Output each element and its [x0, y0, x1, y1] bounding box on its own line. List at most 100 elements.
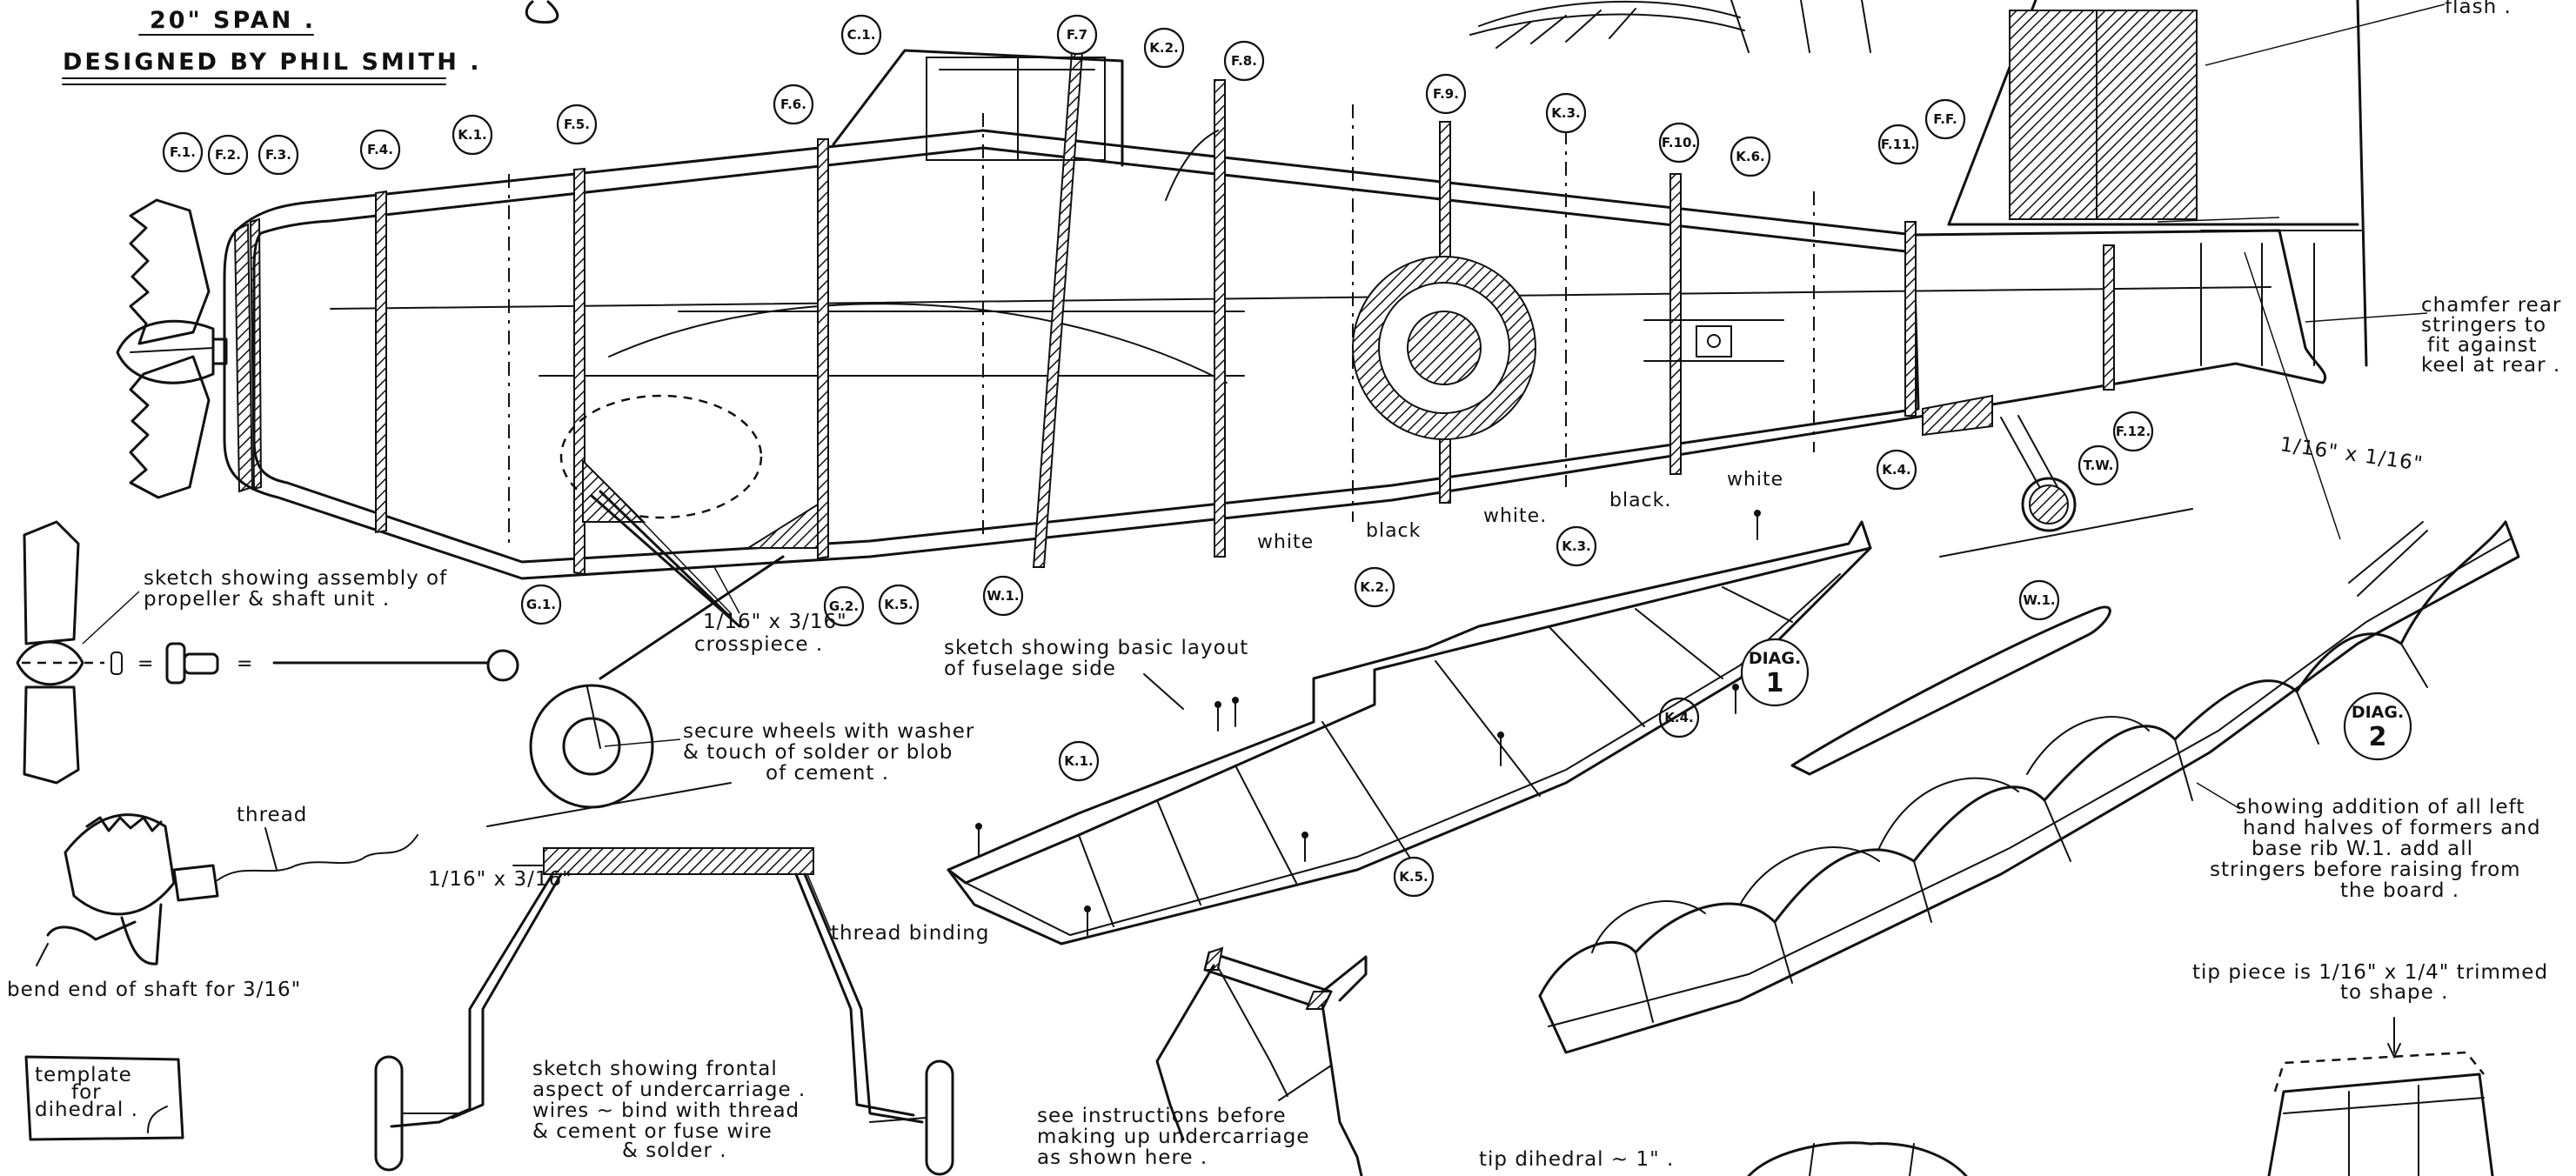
- part-tag: K.3.: [1556, 525, 1597, 567]
- part-tag: F.10.: [1658, 122, 1700, 164]
- svg-text:G.1.: G.1.: [526, 597, 556, 612]
- colour-labels: white black white. black. white: [1257, 469, 1783, 553]
- propeller-icon: [116, 198, 228, 499]
- wheels-note-1: secure wheels with washer: [683, 720, 974, 743]
- wing-tip-sketches: [1747, 1017, 2494, 1176]
- diag-1-label: DIAG.: [1749, 649, 1801, 668]
- stringer-size-note: 1/16" x 1/16": [2278, 433, 2425, 476]
- svg-text:W.1.: W.1.: [2023, 592, 2055, 608]
- svg-text:F.2.: F.2.: [215, 147, 241, 163]
- fuselage-side-view: [116, 0, 2428, 827]
- chamfer-note-4: keel at rear .: [2421, 354, 2560, 377]
- svg-text:F.3.: F.3.: [265, 147, 291, 163]
- bend-note: bend end of shaft for 3/16": [7, 979, 301, 1001]
- undercarriage-size-note: 1/16" x 3/16": [428, 868, 572, 891]
- part-tag: F.12.: [2112, 411, 2154, 452]
- chamfer-note-3: fit against: [2427, 334, 2538, 357]
- colour-label: black.: [1609, 490, 1671, 511]
- tip-piece-note-2: to shape .: [2340, 981, 2448, 1004]
- svg-text:F.8.: F.8.: [1231, 53, 1257, 69]
- thread-binding-note: thread binding: [831, 922, 989, 945]
- svg-text:F.5.: F.5.: [564, 117, 590, 132]
- diag-1-fuselage-layout: DIAG. 1: [947, 510, 1872, 945]
- svg-text:=: =: [237, 653, 253, 675]
- svg-text:C.1.: C.1.: [847, 27, 876, 43]
- crosspiece-note-2: crosspiece .: [694, 633, 823, 656]
- svg-text:K.3.: K.3.: [1551, 105, 1580, 121]
- svg-text:F.4.: F.4.: [367, 142, 393, 157]
- svg-text:=: =: [137, 653, 154, 675]
- instructions-note-3: as shown here .: [1037, 1146, 1208, 1169]
- svg-text:W.1.: W.1.: [987, 588, 1019, 604]
- title-script-fragment: [525, 0, 559, 24]
- svg-text:F.7: F.7: [1067, 27, 1087, 43]
- tip-piece-note-1: tip piece is 1/16" x 1/4" trimmed: [2192, 961, 2548, 984]
- diag-1-number: 1: [1766, 668, 1784, 698]
- svg-text:K.5.: K.5.: [1399, 869, 1428, 885]
- part-tag: T.W.: [2078, 444, 2119, 486]
- frontal-note-4: & cement or fuse wire: [532, 1120, 773, 1143]
- svg-text:K.1.: K.1.: [458, 127, 486, 143]
- template-note-2: for: [71, 1081, 102, 1104]
- part-tag: W.1.: [2018, 579, 2060, 621]
- part-tag: G.2.: [823, 585, 865, 627]
- designer-credit: DESIGNED BY PHIL SMITH .: [63, 49, 481, 76]
- formers-note-5: the board .: [2340, 879, 2459, 902]
- part-tag: F.2.: [207, 134, 249, 176]
- part-tag: G.1.: [520, 584, 562, 625]
- basic-layout-note-1: sketch showing basic layout: [944, 637, 1248, 659]
- part-tag: K.5.: [1393, 856, 1435, 898]
- colour-label: white: [1257, 531, 1314, 553]
- svg-text:F.F.: F.F.: [1933, 111, 1957, 127]
- main-undercarriage: [486, 490, 785, 827]
- base-rib-w1: [1790, 605, 2111, 776]
- gusset-g2: [745, 503, 819, 549]
- part-tag: F.F.: [1924, 98, 1966, 140]
- colour-label: white: [1727, 469, 1783, 491]
- frontal-note-3: wires ~ bind with thread: [532, 1099, 800, 1122]
- tip-dihedral-note: tip dihedral ~ 1" .: [1479, 1148, 1674, 1171]
- svg-text:F.10.: F.10.: [1662, 135, 1696, 150]
- basic-layout-note-2: of fuselage side: [944, 658, 1116, 680]
- formers-note-2: hand halves of formers and: [2243, 817, 2541, 839]
- svg-text:K.1.: K.1.: [1064, 753, 1093, 769]
- diag-2-formers-assembly: DIAG. 2: [1538, 520, 2520, 1054]
- undercarriage-3d-sketch: [1155, 946, 1368, 1176]
- formers-note-1: showing addition of all left: [2236, 796, 2525, 819]
- propeller-note-2: propeller & shaft unit .: [144, 588, 390, 611]
- frontal-note-2: aspect of undercarriage .: [532, 1079, 806, 1101]
- chamfer-note-1: chamfer rear: [2421, 294, 2561, 317]
- part-tag: F.9.: [1425, 73, 1467, 115]
- svg-text:K.4.: K.4.: [1664, 710, 1693, 725]
- span-title: 20" SPAN .: [150, 7, 316, 34]
- instructions-note-1: see instructions before: [1037, 1105, 1287, 1127]
- formers-note-4: stringers before raising from: [2210, 859, 2521, 881]
- dihedral-template: [24, 1055, 184, 1141]
- template-note-3: dihedral .: [35, 1099, 138, 1121]
- diag-2-number: 2: [2369, 722, 2387, 752]
- instructions-note-2: making up undercarriage: [1037, 1126, 1310, 1148]
- part-tag: W.1.: [982, 575, 1024, 617]
- part-tag: K.4.: [1876, 449, 1917, 491]
- part-tag: F.11.: [1877, 124, 1919, 165]
- part-tag: K.1.: [452, 114, 493, 156]
- thread-note: thread: [237, 804, 307, 826]
- colour-label: black: [1366, 520, 1421, 542]
- part-tag: K.6.: [1730, 136, 1771, 177]
- flash-note: flash .: [2445, 0, 2512, 18]
- part-tag: C.1.: [840, 14, 882, 56]
- crosspiece-note-1: 1/16" x 3/16": [703, 611, 847, 633]
- wheels-note-2: & touch of solder or blob: [683, 741, 953, 764]
- shaft-bend-sketch: [36, 813, 418, 966]
- part-tag: F.6.: [773, 84, 814, 125]
- part-tag: K.5.: [878, 584, 920, 625]
- svg-text:K.4.: K.4.: [1882, 462, 1910, 478]
- part-tag: F.5.: [556, 104, 598, 145]
- tail-wheel: [2000, 415, 2077, 532]
- frontal-note-1: sketch showing frontal: [532, 1058, 778, 1080]
- template-note-1: template: [35, 1064, 132, 1086]
- chamfer-note-2: stringers to: [2421, 314, 2546, 337]
- tail-fin: [1947, 0, 2368, 367]
- part-tag: K.4.: [1658, 697, 1700, 738]
